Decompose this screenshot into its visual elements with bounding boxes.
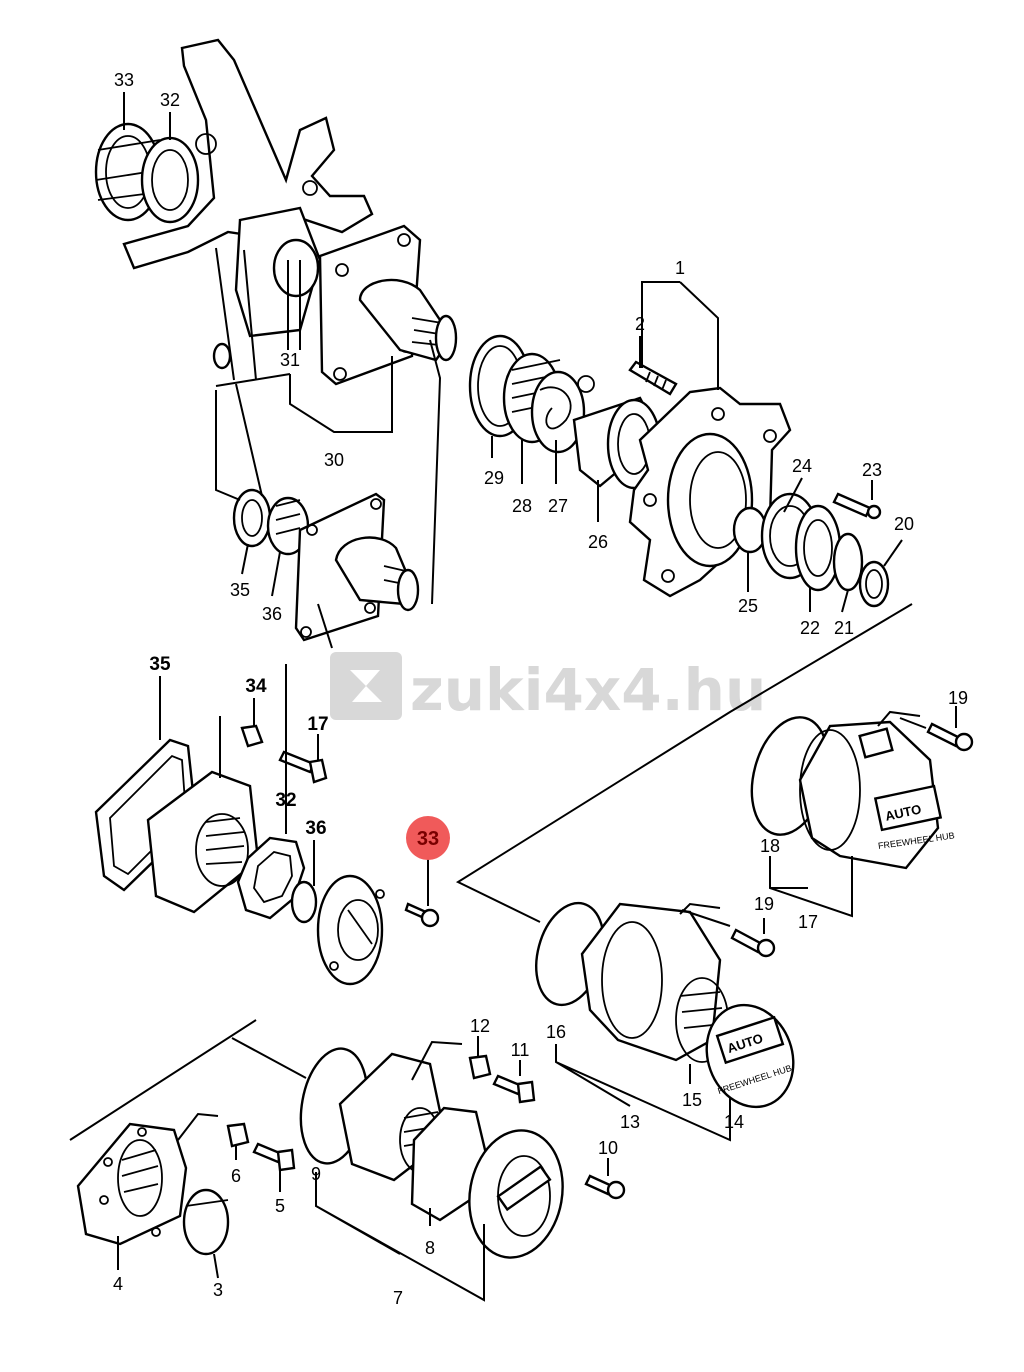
label-21: 21 (834, 618, 854, 638)
label-23: 23 (862, 460, 882, 480)
right-auto-hub-upper: AUTO FREEWHEEL HUB (750, 716, 974, 870)
label-8: 8 (425, 1238, 435, 1258)
suzuki-logo-icon (330, 652, 402, 720)
label-6: 6 (231, 1166, 241, 1186)
upper-knuckle-assembly (94, 38, 458, 386)
label-31: 31 (280, 350, 300, 370)
right-auto-hub-lower: AUTO FREEWHEEL HUB (535, 901, 795, 1109)
label-29: 29 (484, 468, 504, 488)
label-34: 34 (245, 676, 267, 697)
label-4: 4 (113, 1274, 123, 1294)
leader-lines (69, 92, 957, 1302)
label-33-highlighted: 33 (417, 828, 439, 850)
suzuki-s-icon (350, 670, 382, 702)
lower-spindle-group (232, 488, 420, 642)
label-24: 24 (792, 456, 812, 476)
label-17-middle: 17 (307, 714, 328, 735)
label-32-middle: 32 (275, 790, 296, 811)
label-35-upper: 35 (230, 580, 250, 600)
label-36-middle: 36 (305, 818, 326, 839)
part-labels: 1 2 33 32 31 30 29 28 27 26 25 24 23 20 … (113, 70, 968, 1308)
label-7: 7 (393, 1288, 403, 1308)
label-1: 1 (675, 258, 685, 278)
label-25: 25 (738, 596, 758, 616)
label-5: 5 (275, 1196, 285, 1216)
label-35-middle: 35 (149, 654, 171, 675)
label-10: 10 (598, 1138, 618, 1158)
label-17-right: 17 (798, 912, 818, 932)
label-36-upper: 36 (262, 604, 282, 624)
label-32-top: 32 (160, 90, 180, 110)
label-19-upper: 19 (948, 688, 968, 708)
label-27: 27 (548, 496, 568, 516)
label-9: 9 (311, 1164, 321, 1184)
label-30: 30 (324, 450, 344, 470)
label-18: 18 (760, 836, 780, 856)
label-11: 11 (511, 1040, 530, 1060)
label-16: 16 (546, 1022, 566, 1042)
bottom-manual-hub (76, 1047, 626, 1259)
label-33-top: 33 (114, 70, 134, 90)
upper-bearing-stack (468, 334, 890, 608)
highlight-marker (406, 816, 450, 860)
label-2: 2 (635, 314, 645, 334)
label-12: 12 (470, 1016, 490, 1036)
label-19-lower: 19 (754, 894, 774, 914)
middle-hub-kit (94, 724, 440, 986)
label-26: 26 (588, 532, 608, 552)
label-28: 28 (512, 496, 532, 516)
watermark: zuki4x4.hu (330, 652, 766, 724)
watermark-text: zuki4x4.hu (410, 656, 766, 724)
label-15: 15 (682, 1090, 702, 1110)
label-14: 14 (724, 1112, 744, 1132)
label-20: 20 (894, 514, 914, 534)
upper-cap-brand-text: AUTO (884, 801, 923, 823)
label-22: 22 (800, 618, 820, 638)
label-3: 3 (213, 1280, 223, 1300)
label-13: 13 (620, 1112, 640, 1132)
